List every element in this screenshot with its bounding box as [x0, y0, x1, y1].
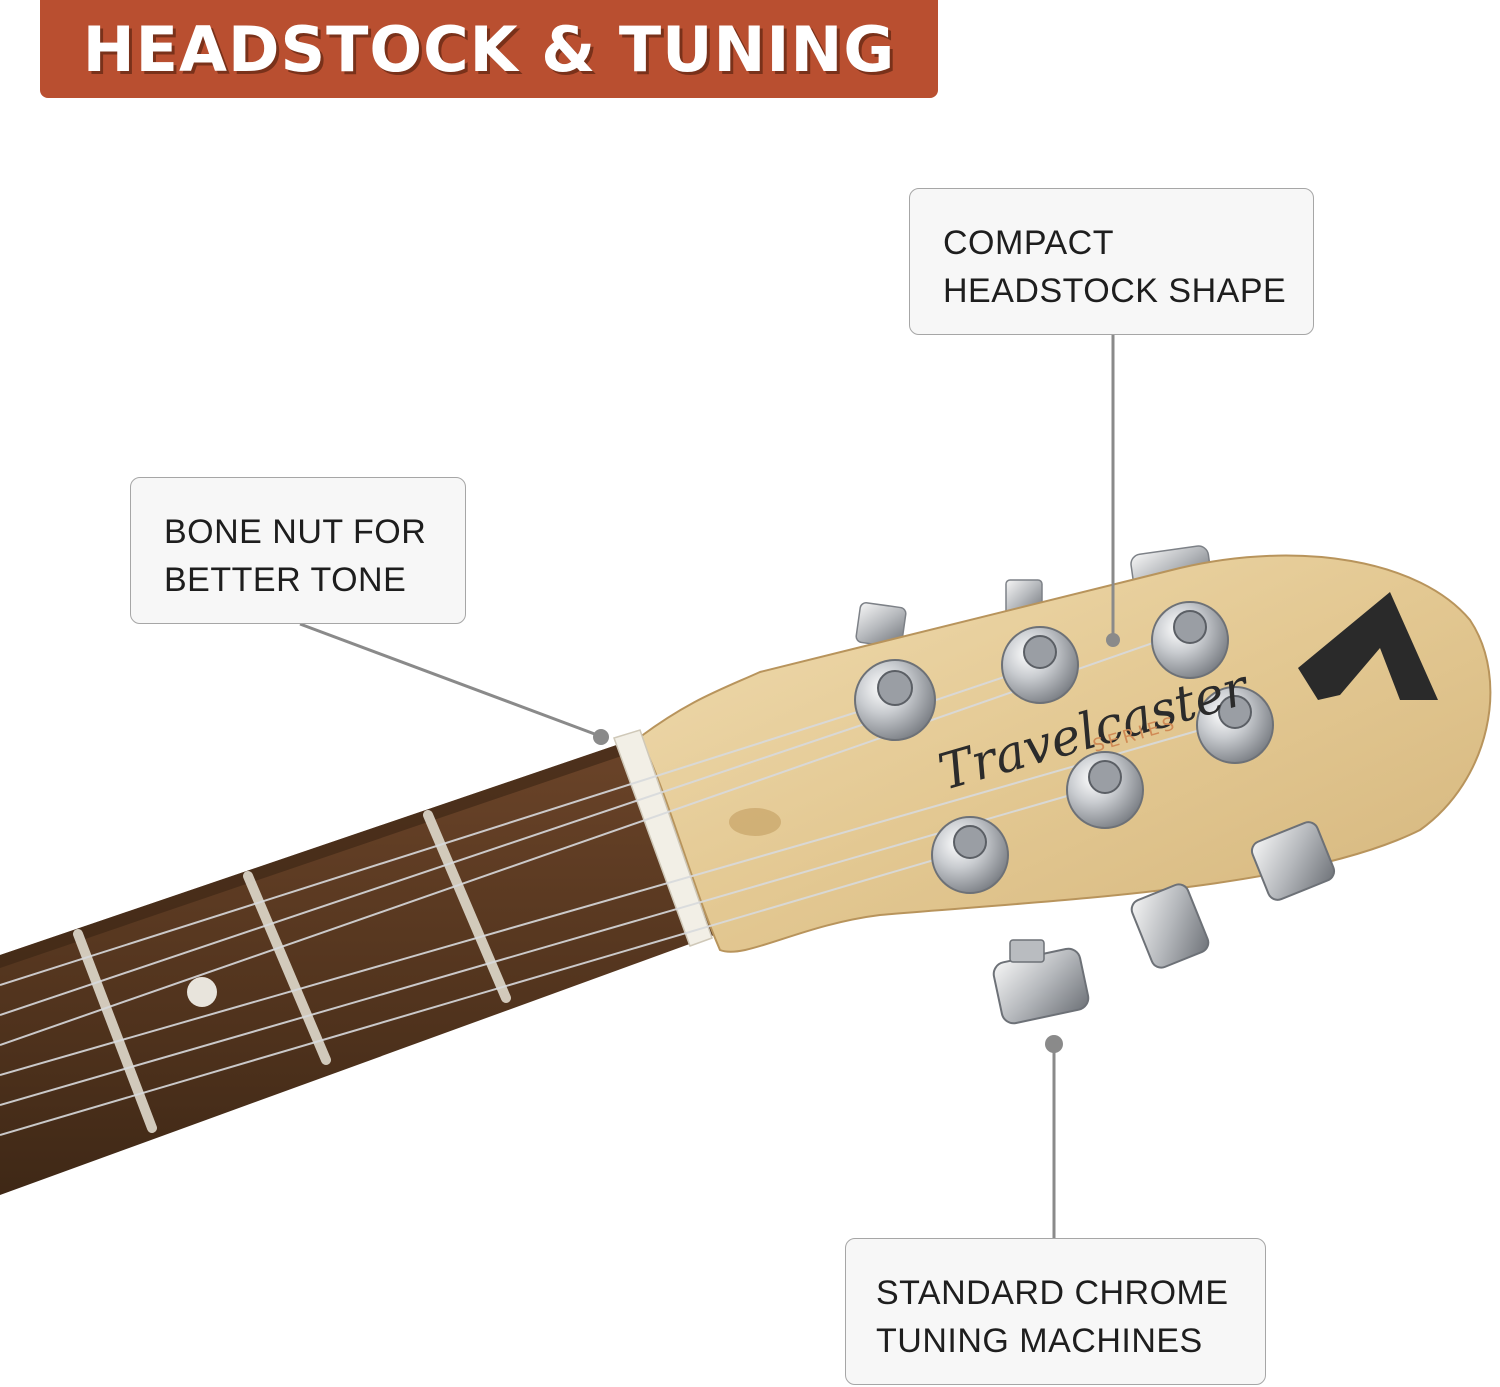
strings — [0, 629, 1236, 1136]
fret-marker-dot — [187, 977, 217, 1007]
callout-tuning-machines: STANDARD CHROME TUNING MACHINES — [845, 1238, 1266, 1385]
tuner-key-bottom-2 — [1130, 883, 1210, 969]
title-banner: HEADSTOCK & TUNING — [40, 0, 938, 98]
tuner-key-bottom-1 — [992, 939, 1090, 1025]
leader-line-nut — [299, 622, 601, 738]
fret-4 — [73, 929, 157, 1133]
tuner-post-1 — [854, 659, 936, 741]
callout-bone-nut: BONE NUT FOR BETTER TONE — [130, 477, 466, 624]
banner-title: HEADSTOCK & TUNING — [82, 12, 896, 86]
brand-triangle-logo — [1298, 592, 1438, 700]
leader-lines — [299, 335, 1115, 1238]
callout-headstock-shape: COMPACT HEADSTOCK SHAPE — [909, 188, 1314, 335]
bone-nut — [613, 729, 713, 947]
leader-dot-tuners — [1045, 1035, 1063, 1053]
tuner-post-4 — [1196, 686, 1274, 764]
tuner-post-2 — [1001, 626, 1079, 704]
callout-nut-line2: BETTER TONE — [164, 561, 407, 599]
fret-3 — [243, 871, 331, 1065]
tuner-post-3 — [1151, 601, 1229, 679]
tuner-post-6 — [931, 816, 1009, 894]
callout-tuners-line2: TUNING MACHINES — [876, 1322, 1203, 1360]
callout-headstock-line2: HEADSTOCK SHAPE — [943, 272, 1287, 310]
leader-dot-headstock — [1106, 633, 1120, 647]
leader-dot-nut — [593, 729, 609, 745]
callout-headstock-line1: COMPACT — [943, 224, 1114, 262]
tuner-key-bottom-3 — [1250, 821, 1336, 901]
callout-nut-line1: BONE NUT FOR — [164, 513, 427, 551]
callout-tuners-line1: STANDARD CHROME — [876, 1274, 1229, 1312]
tuner-post-5 — [1066, 751, 1144, 829]
